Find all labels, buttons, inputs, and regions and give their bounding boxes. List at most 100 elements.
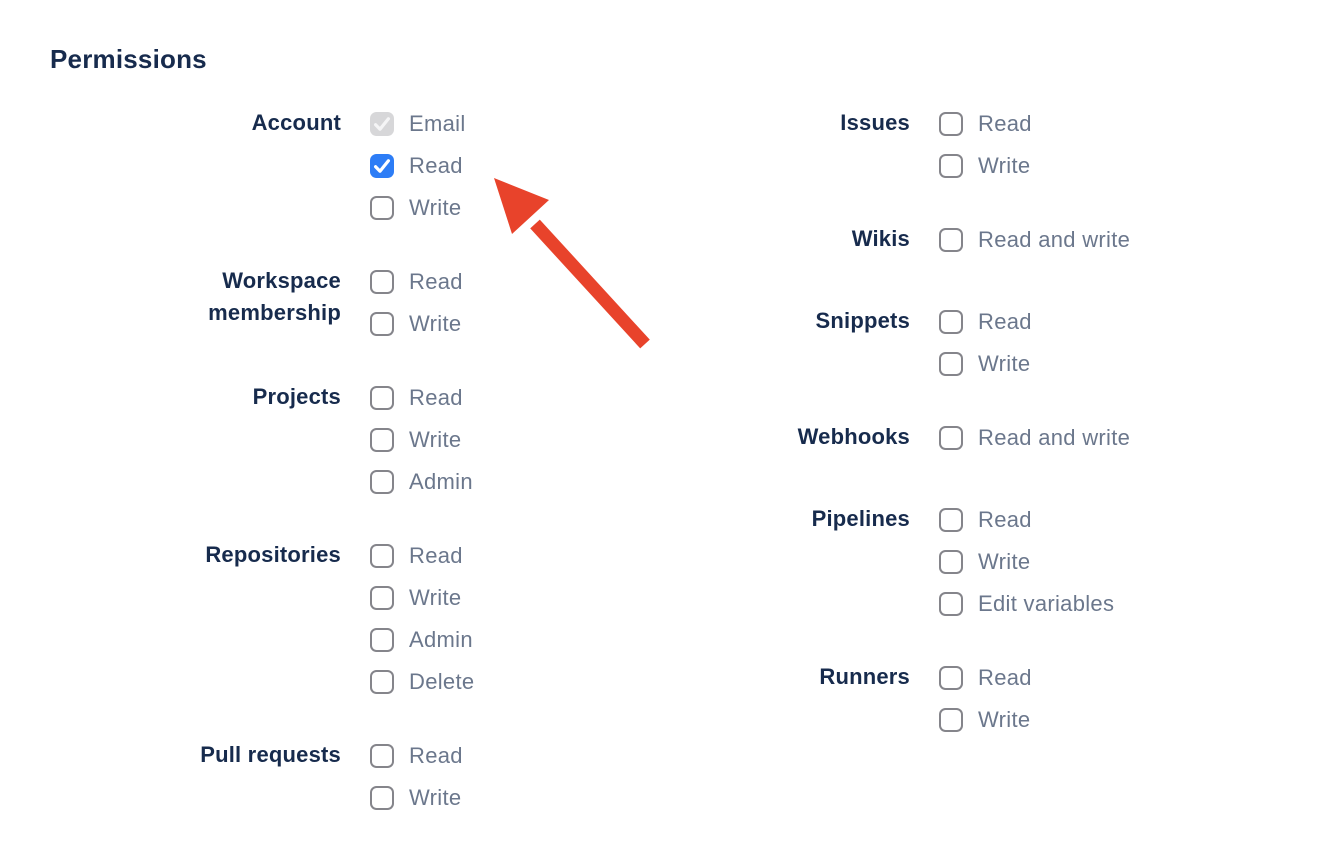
option-row-pipelines-edit-variables[interactable]: Edit variables (939, 592, 1114, 616)
group-label-text: Runners (819, 664, 910, 689)
group-label-text: Webhooks (797, 424, 910, 449)
checkbox-snippets-read[interactable] (939, 310, 963, 334)
checkbox-repositories-delete[interactable] (370, 670, 394, 694)
option-label-runners-write: Write (978, 707, 1031, 732)
option-row-account-email: Email (370, 112, 466, 136)
option-label-pipelines-edit-variables: Edit variables (978, 591, 1115, 616)
group-label-wikis: Wikis (569, 223, 910, 255)
checkbox-pull-requests-write[interactable] (370, 786, 394, 810)
group-label-text: Repositories (205, 542, 341, 567)
checkbox-repositories-admin[interactable] (370, 628, 394, 652)
option-row-snippets-write[interactable]: Write (939, 352, 1032, 376)
option-label-repositories-write: Write (409, 585, 462, 610)
option-label-issues-write: Write (978, 153, 1031, 178)
option-row-webhooks-read-and-write[interactable]: Read and write (939, 426, 1130, 450)
option-row-runners-read[interactable]: Read (939, 666, 1032, 690)
option-row-account-read[interactable]: Read (370, 154, 466, 178)
option-label-projects-write: Write (409, 427, 462, 452)
option-row-wikis-read-and-write[interactable]: Read and write (939, 228, 1130, 252)
checkbox-repositories-read[interactable] (370, 544, 394, 568)
option-label-account-write: Write (409, 195, 462, 220)
group-label-text: Pipelines (811, 506, 910, 531)
options-webhooks: Read and write (939, 426, 1130, 458)
option-label-pipelines-write: Write (978, 549, 1031, 574)
checkbox-runners-read[interactable] (939, 666, 963, 690)
option-row-repositories-admin[interactable]: Admin (370, 628, 474, 652)
option-row-pull-requests-write[interactable]: Write (370, 786, 463, 810)
checkbox-issues-write[interactable] (939, 154, 963, 178)
option-row-repositories-read[interactable]: Read (370, 544, 474, 568)
option-label-repositories-admin: Admin (409, 627, 473, 652)
option-label-projects-read: Read (409, 385, 463, 410)
option-row-projects-admin[interactable]: Admin (370, 470, 473, 494)
group-label-workspace-membership: Workspace membership (0, 265, 341, 331)
checkbox-wikis-read-and-write[interactable] (939, 228, 963, 252)
option-row-pull-requests-read[interactable]: Read (370, 744, 463, 768)
option-row-pipelines-write[interactable]: Write (939, 550, 1114, 574)
group-label-account: Account (0, 107, 341, 215)
checkbox-workspace-membership-write[interactable] (370, 312, 394, 336)
option-label-repositories-delete: Delete (409, 669, 475, 694)
checkbox-runners-write[interactable] (939, 708, 963, 732)
option-label-pull-requests-read: Read (409, 743, 463, 768)
group-label-text: Projects (252, 384, 341, 409)
option-label-pipelines-read: Read (978, 507, 1032, 532)
option-row-issues-write[interactable]: Write (939, 154, 1032, 178)
checkbox-pipelines-edit-variables[interactable] (939, 592, 963, 616)
checkbox-account-read[interactable] (370, 154, 394, 178)
option-label-snippets-write: Write (978, 351, 1031, 376)
checkbox-account-email (370, 112, 394, 136)
checkbox-webhooks-read-and-write[interactable] (939, 426, 963, 450)
checkbox-projects-admin[interactable] (370, 470, 394, 494)
option-label-account-read: Read (409, 153, 463, 178)
option-row-repositories-write[interactable]: Write (370, 586, 474, 610)
group-label-text: Snippets (815, 308, 910, 333)
checkbox-repositories-write[interactable] (370, 586, 394, 610)
group-label-text: Wikis (851, 226, 910, 251)
checkbox-pipelines-read[interactable] (939, 508, 963, 532)
option-row-pipelines-read[interactable]: Read (939, 508, 1114, 532)
option-row-snippets-read[interactable]: Read (939, 310, 1032, 334)
group-label-text: Pull requests (200, 742, 341, 767)
option-label-workspace-membership-read: Read (409, 269, 463, 294)
option-row-runners-write[interactable]: Write (939, 708, 1032, 732)
group-label-text: Workspace membership (208, 268, 341, 325)
option-label-pull-requests-write: Write (409, 785, 462, 810)
option-row-workspace-membership-read[interactable]: Read (370, 270, 463, 294)
option-row-repositories-delete[interactable]: Delete (370, 670, 474, 694)
option-row-projects-read[interactable]: Read (370, 386, 473, 410)
option-row-workspace-membership-write[interactable]: Write (370, 312, 463, 336)
checkbox-snippets-write[interactable] (939, 352, 963, 376)
option-row-issues-read[interactable]: Read (939, 112, 1032, 136)
option-row-projects-write[interactable]: Write (370, 428, 473, 452)
checkbox-pull-requests-read[interactable] (370, 744, 394, 768)
group-label-pull-requests: Pull requests (0, 739, 341, 805)
check-icon (374, 159, 390, 173)
group-label-text: Issues (840, 110, 910, 135)
checkbox-workspace-membership-read[interactable] (370, 270, 394, 294)
option-label-account-email: Email (409, 111, 466, 136)
option-label-projects-admin: Admin (409, 469, 473, 494)
group-label-repositories: Repositories (0, 539, 341, 689)
checkbox-issues-read[interactable] (939, 112, 963, 136)
checkbox-pipelines-write[interactable] (939, 550, 963, 574)
option-row-account-write[interactable]: Write (370, 196, 466, 220)
checkbox-account-write[interactable] (370, 196, 394, 220)
checkbox-projects-write[interactable] (370, 428, 394, 452)
group-label-issues: Issues (569, 107, 910, 173)
checkbox-projects-read[interactable] (370, 386, 394, 410)
